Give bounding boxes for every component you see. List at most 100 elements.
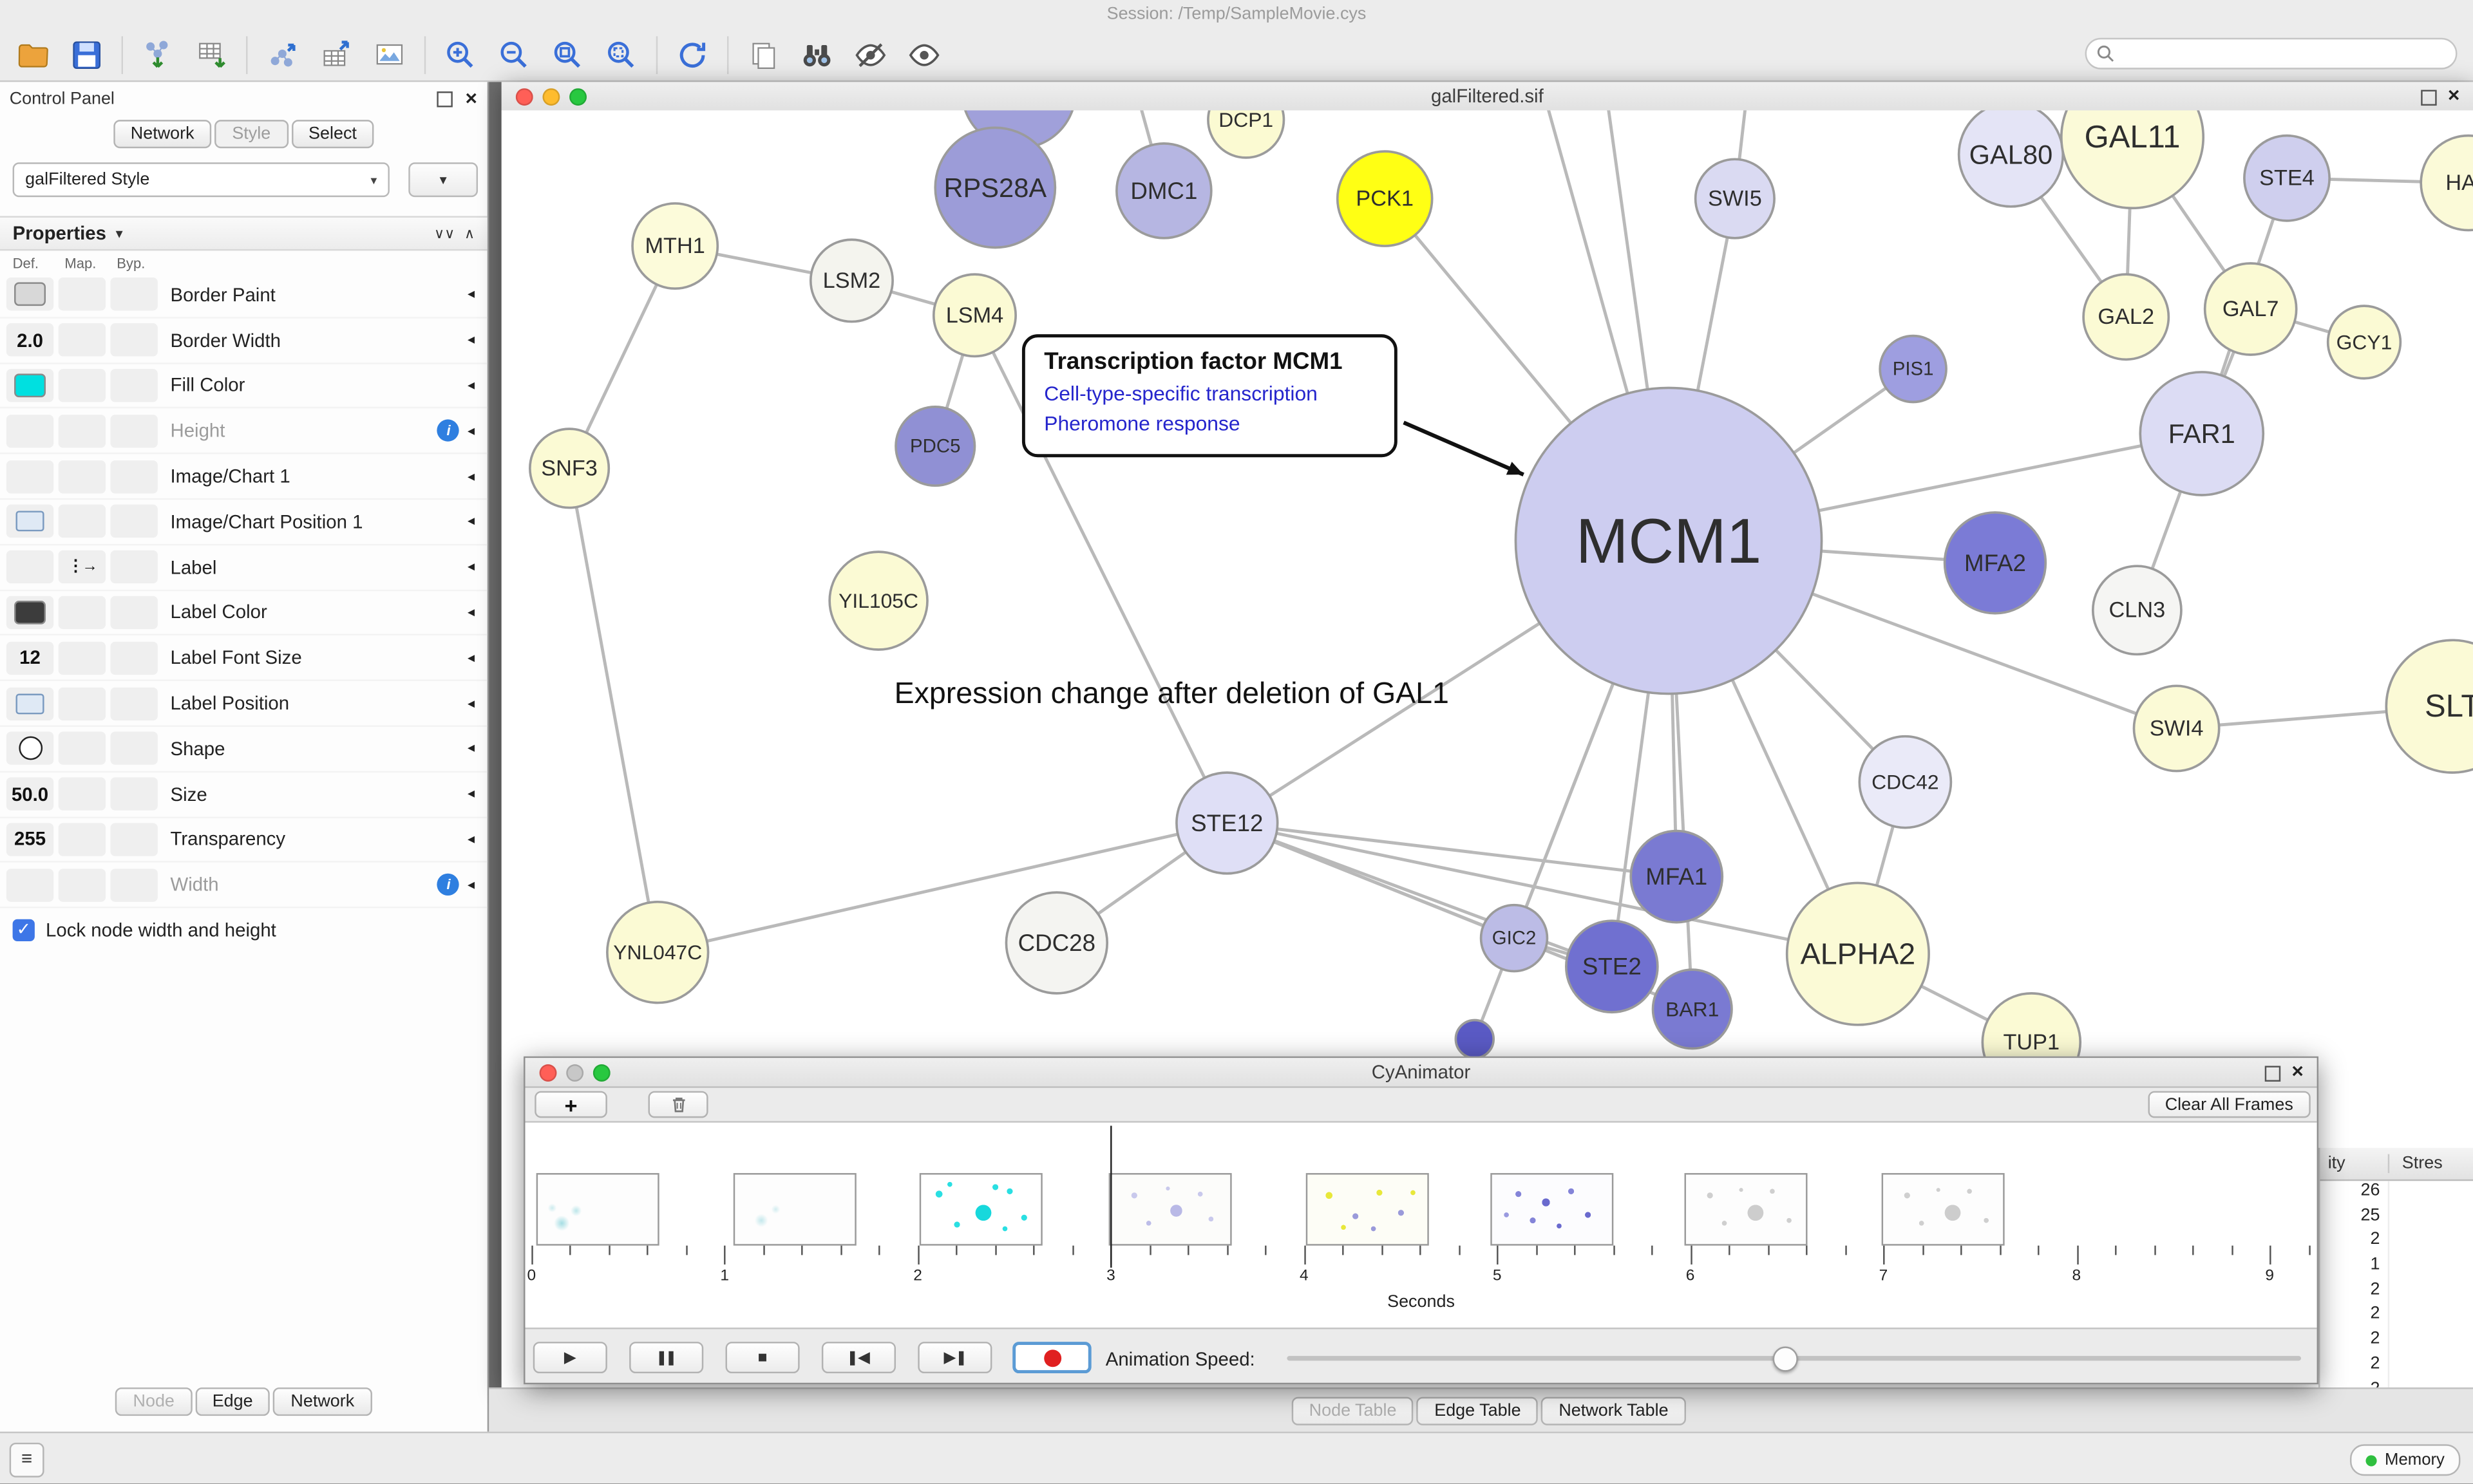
network-node-DMC1[interactable]: [1115, 142, 1213, 240]
expand-row-icon[interactable]: ◂: [468, 467, 475, 484]
minimize-light-icon[interactable]: [566, 1064, 584, 1082]
close-light-icon[interactable]: [539, 1064, 557, 1082]
default-value-cell[interactable]: [6, 460, 54, 493]
style-options-button[interactable]: ▾: [408, 162, 478, 198]
mapping-cell[interactable]: [58, 868, 106, 902]
playhead[interactable]: [1110, 1125, 1113, 1268]
table-row[interactable]: 2: [2320, 1379, 2473, 1387]
mapping-cell[interactable]: [58, 505, 106, 539]
expand-row-icon[interactable]: ◂: [468, 558, 475, 574]
tab-network[interactable]: Network: [113, 120, 212, 149]
float-panel-icon[interactable]: [436, 91, 452, 108]
network-node-MFA2[interactable]: [1943, 511, 2047, 615]
annotation-box[interactable]: Transcription factor MCM1 Cell-type-spec…: [1021, 334, 1398, 457]
mapping-cell[interactable]: [58, 323, 106, 357]
record-button[interactable]: [1012, 1342, 1092, 1374]
network-node-GAL2[interactable]: [2082, 273, 2170, 361]
expand-row-icon[interactable]: ◂: [468, 377, 475, 393]
panel-menu-button[interactable]: ≡: [9, 1442, 44, 1478]
default-value-cell[interactable]: [6, 596, 54, 630]
mapping-cell[interactable]: [58, 596, 106, 630]
property-row[interactable]: Image/Chart 1◂: [0, 455, 488, 500]
mapping-cell[interactable]: [58, 732, 106, 765]
properties-header[interactable]: Properties ▾ ∨∨ ∧: [0, 216, 488, 251]
skip-start-button[interactable]: ◀: [821, 1342, 896, 1374]
expand-row-icon[interactable]: ◂: [468, 603, 475, 620]
search-input[interactable]: [2121, 42, 2447, 65]
network-node-CLN3[interactable]: [2091, 565, 2183, 656]
export-table-icon[interactable]: [316, 34, 357, 75]
expand-row-icon[interactable]: ◂: [468, 785, 475, 802]
property-row[interactable]: Label Position◂: [0, 681, 488, 727]
network-node-LSM4[interactable]: [932, 273, 1017, 358]
bypass-cell[interactable]: [110, 823, 158, 856]
clipboard-icon[interactable]: [743, 34, 784, 75]
default-value-cell[interactable]: 12: [6, 641, 54, 675]
network-node-HAP[interactable]: [2420, 134, 2473, 232]
property-row[interactable]: Fill Color◂: [0, 364, 488, 409]
mapping-cell[interactable]: [58, 641, 106, 675]
bypass-cell[interactable]: [110, 868, 158, 902]
network-node-PIS1[interactable]: [1879, 334, 1947, 404]
tab-edge[interactable]: Edge: [194, 1387, 270, 1416]
property-row[interactable]: ⋮→Label◂: [0, 545, 488, 591]
mapping-cell[interactable]: [58, 460, 106, 493]
table-row[interactable]: 2: [2320, 1304, 2473, 1329]
delete-frame-button[interactable]: [648, 1091, 708, 1118]
close-light-icon[interactable]: [515, 88, 533, 106]
table-row[interactable]: 25: [2320, 1206, 2473, 1230]
close-window-icon[interactable]: ✕: [2291, 1064, 2304, 1082]
stop-button[interactable]: ■: [725, 1342, 800, 1374]
default-value-cell[interactable]: 255: [6, 823, 54, 856]
network-node-CDC28[interactable]: [1005, 891, 1109, 995]
bypass-cell[interactable]: [110, 460, 158, 493]
frame-thumbnail-8[interactable]: [1881, 1173, 2005, 1246]
expand-row-icon[interactable]: ◂: [468, 649, 475, 665]
bypass-cell[interactable]: [110, 550, 158, 584]
network-node-STE4[interactable]: [2243, 134, 2331, 222]
expand-row-icon[interactable]: ◂: [468, 512, 475, 529]
table-column-header[interactable]: Stres: [2402, 1154, 2443, 1174]
table-row[interactable]: 2: [2320, 1230, 2473, 1255]
network-node-SLT[interactable]: [2385, 639, 2473, 774]
property-row[interactable]: Image/Chart Position 1◂: [0, 500, 488, 545]
network-node-DCP1[interactable]: [1207, 110, 1285, 159]
save-session-icon[interactable]: [66, 34, 108, 75]
network-node-GIC2[interactable]: [1479, 903, 1549, 973]
zoom-selected-icon[interactable]: [601, 34, 642, 75]
search-box[interactable]: [2085, 37, 2458, 70]
default-value-cell[interactable]: [6, 732, 54, 765]
table-row[interactable]: 2: [2320, 1354, 2473, 1378]
table-column-header[interactable]: ity: [2320, 1154, 2390, 1174]
first-neighbors-icon[interactable]: [797, 34, 838, 75]
minimize-light-icon[interactable]: [542, 88, 560, 106]
network-node-YIL105C[interactable]: [828, 550, 929, 651]
network-node-SWI4[interactable]: [2132, 684, 2221, 773]
table-row[interactable]: 2: [2320, 1280, 2473, 1304]
mapping-cell[interactable]: [58, 277, 106, 312]
zoom-out-icon[interactable]: [494, 34, 535, 75]
annotation-link[interactable]: Cell-type-specific transcription: [1044, 381, 1318, 406]
network-node-FAR1[interactable]: [2139, 371, 2265, 496]
float-window-icon[interactable]: [2264, 1065, 2280, 1081]
mapping-cell[interactable]: [58, 777, 106, 811]
mapping-cell[interactable]: [58, 823, 106, 856]
expand-row-icon[interactable]: ◂: [468, 740, 475, 756]
add-frame-button[interactable]: +: [535, 1091, 607, 1118]
pause-button[interactable]: [629, 1342, 704, 1374]
expand-row-icon[interactable]: ◂: [468, 694, 475, 711]
network-node-RPS28A[interactable]: [934, 126, 1057, 249]
tab-network-table[interactable]: Network Table: [1541, 1396, 1686, 1425]
frame-thumbnail-6[interactable]: [1490, 1173, 1614, 1246]
bypass-cell[interactable]: [110, 277, 158, 312]
style-selector[interactable]: galFiltered Style ▾: [12, 162, 390, 198]
open-session-icon[interactable]: [13, 34, 54, 75]
bypass-cell[interactable]: [110, 505, 158, 539]
skip-end-button[interactable]: ▶: [918, 1342, 992, 1374]
network-node-STE12[interactable]: [1175, 771, 1279, 875]
default-value-cell[interactable]: [6, 414, 54, 447]
mapping-cell[interactable]: ⋮→: [58, 550, 106, 584]
